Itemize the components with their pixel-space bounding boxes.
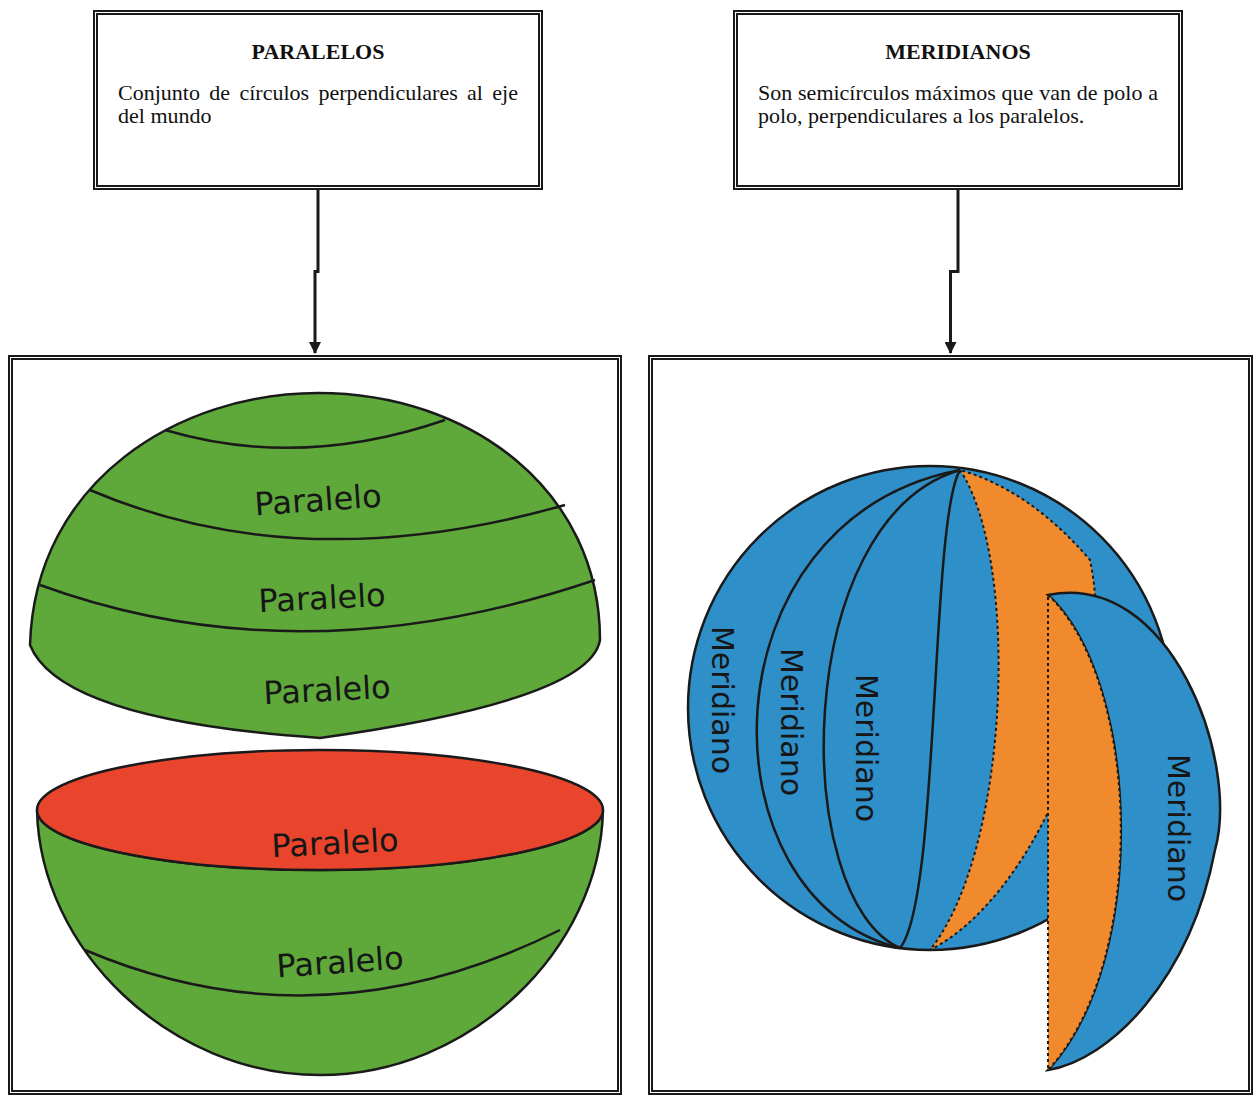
globe-illustration — [653, 360, 1248, 1090]
parallel-label: Paralelo — [271, 824, 400, 863]
meridian-label: Meridiano — [707, 626, 737, 774]
arrow-connector — [951, 190, 959, 353]
parallel-label: Paralelo — [253, 480, 382, 521]
meridian-label: Meridiano — [1163, 754, 1193, 902]
parallel-label: Paralelo — [275, 942, 404, 983]
hemispheres-illustration — [13, 360, 617, 1090]
meridian-label: Meridiano — [851, 674, 881, 822]
box-heading: MERIDIANOS — [758, 39, 1158, 65]
definition-box: PARALELOS Conjunto de círculos perpendicu… — [93, 10, 543, 190]
box-body: Son semicírculos máximos que van de polo… — [758, 81, 1158, 127]
definition-box: MERIDIANOS Son semicírculos máximos que v… — [733, 10, 1183, 190]
meridian-label: Meridiano — [776, 648, 806, 796]
box-heading: PARALELOS — [118, 39, 518, 65]
illustration-frame: ParaleloParaleloParaleloParaleloParalelo — [8, 355, 622, 1095]
box-body: Conjunto de círculos perpendiculares al … — [118, 81, 518, 127]
arrow-connector — [315, 190, 318, 353]
parallel-label: Paralelo — [258, 579, 387, 618]
illustration-frame: MeridianoMeridianoMeridianoMeridiano — [648, 355, 1253, 1095]
parallel-label: Paralelo — [263, 671, 392, 710]
